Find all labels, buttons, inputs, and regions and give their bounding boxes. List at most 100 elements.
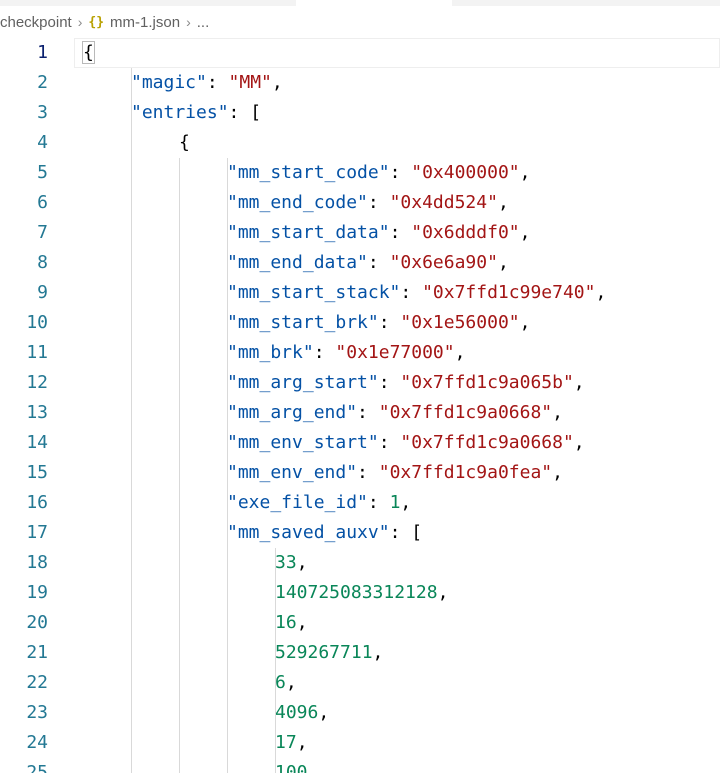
json-punctuation: :	[367, 492, 390, 513]
code-line[interactable]: 8"mm_end_data": "0x6e6a90",	[0, 248, 720, 278]
code-line[interactable]: 11"mm_brk": "0x1e77000",	[0, 338, 720, 368]
json-string: "0x6e6a90"	[389, 252, 498, 273]
json-string: "0x7ffd1c9a065b"	[400, 372, 574, 393]
json-punctuation: : [	[228, 102, 262, 123]
line-number: 3	[37, 102, 48, 123]
code-line[interactable]: 13"mm_arg_end": "0x7ffd1c9a0668",	[0, 398, 720, 428]
json-punctuation: ,	[573, 372, 585, 393]
json-punctuation: ,	[552, 402, 563, 423]
json-string: "0x7ffd1c9a0fea"	[378, 462, 553, 483]
json-key: "mm_arg_start"	[227, 372, 379, 393]
code-text: 17,	[275, 728, 308, 758]
code-text: "mm_start_stack": "0x7ffd1c99e740",	[227, 278, 606, 308]
code-line[interactable]: 17"mm_saved_auxv": [	[0, 518, 720, 548]
json-punctuation: ,	[552, 462, 563, 483]
json-punctuation: ,	[595, 282, 607, 303]
json-file-icon: {}	[88, 14, 105, 30]
json-punctuation: :	[313, 342, 336, 363]
code-line[interactable]: 18 33,	[0, 548, 720, 578]
code-text: 4096,	[275, 698, 329, 728]
code-text: {	[179, 128, 190, 158]
code-line[interactable]: 2"magic": "MM",	[0, 68, 720, 98]
json-key: "entries"	[131, 102, 229, 123]
json-key: "mm_start_brk"	[227, 312, 379, 333]
code-line[interactable]: 12 "mm_arg_start": "0x7ffd1c9a065b",	[0, 368, 720, 398]
json-punctuation: ,	[296, 552, 308, 573]
json-number: 6	[275, 672, 286, 693]
json-key: "mm_start_code"	[227, 162, 390, 183]
code-line[interactable]: 15"mm_env_end": "0x7ffd1c9a0fea",	[0, 458, 720, 488]
line-number: 18	[26, 552, 48, 573]
code-text: "mm_arg_start": "0x7ffd1c9a065b",	[227, 368, 585, 398]
chevron-right-icon: ›	[186, 14, 191, 30]
json-string: "0x4dd524"	[389, 192, 498, 213]
json-key: "mm_arg_end"	[227, 402, 358, 423]
breadcrumb-file[interactable]: mm-1.json	[110, 13, 181, 31]
json-number: 1	[389, 492, 401, 513]
code-text: "mm_env_start": "0x7ffd1c9a0668",	[227, 428, 585, 458]
code-text: 140725083312128,	[275, 578, 448, 608]
code-line[interactable]: 9"mm_start_stack": "0x7ffd1c99e740",	[0, 278, 720, 308]
code-line[interactable]: 1{	[0, 38, 720, 68]
json-punctuation: ,	[318, 702, 330, 723]
code-text: "mm_end_data": "0x6e6a90",	[227, 248, 509, 278]
json-key: "mm_end_data"	[227, 252, 368, 273]
json-string: "0x7ffd1c99e740"	[422, 282, 596, 303]
breadcrumb-folder[interactable]: checkpoint	[0, 13, 72, 31]
json-punctuation: ,	[497, 192, 509, 213]
line-number: 1	[37, 42, 48, 63]
code-line[interactable]: 4{	[0, 128, 720, 158]
line-number: 17	[26, 522, 48, 543]
json-number: 4096	[275, 702, 319, 723]
line-number: 12	[26, 372, 48, 393]
json-punctuation: :	[378, 372, 401, 393]
json-key: "mm_start_stack"	[227, 282, 401, 303]
json-punctuation: ,	[296, 732, 308, 753]
json-number: 140725083312128	[275, 582, 438, 603]
code-text: 33,	[275, 548, 308, 578]
code-editor[interactable]: 1{2"magic": "MM",3"entries": [4{5"mm_sta…	[0, 38, 720, 773]
code-line[interactable]: 10"mm_start_brk": "0x1e56000",	[0, 308, 720, 338]
code-line[interactable]: 7"mm_start_data": "0x6dddf0",	[0, 218, 720, 248]
json-key: "mm_brk"	[227, 342, 314, 363]
json-key: "mm_end_code"	[227, 192, 368, 213]
code-text: "entries": [	[131, 98, 261, 128]
code-line[interactable]: 14"mm_env_start": "0x7ffd1c9a0668",	[0, 428, 720, 458]
code-text: {	[82, 38, 95, 68]
json-punctuation: :	[389, 162, 412, 183]
code-text: 100	[275, 758, 308, 773]
code-line[interactable]: 16"exe_file_id": 1,	[0, 488, 720, 518]
json-punctuation: ,	[519, 312, 531, 333]
json-number: 33	[275, 552, 297, 573]
json-key: "mm_saved_auxv"	[227, 522, 390, 543]
line-number: 15	[26, 462, 48, 483]
line-number: 24	[26, 732, 48, 753]
breadcrumb: checkpoint › {} mm-1.json › ...	[0, 8, 720, 36]
code-text: 16,	[275, 608, 308, 638]
code-line[interactable]: 24 17,	[0, 728, 720, 758]
json-number: 100	[275, 762, 308, 773]
json-punctuation: :	[378, 432, 401, 453]
json-punctuation: ,	[271, 72, 283, 93]
code-line[interactable]: 3 "entries": [	[0, 98, 720, 128]
code-text: "mm_start_code": "0x400000",	[227, 158, 530, 188]
line-number: 16	[26, 492, 48, 513]
indent-guide	[179, 158, 180, 773]
breadcrumb-symbol[interactable]: ...	[196, 13, 210, 31]
code-line[interactable]: 6"mm_end_code": "0x4dd524",	[0, 188, 720, 218]
json-punctuation: ,	[400, 492, 412, 513]
json-key: "mm_env_start"	[227, 432, 379, 453]
json-punctuation: ,	[497, 252, 509, 273]
line-number: 11	[26, 342, 48, 363]
tab-strip-left	[0, 0, 296, 6]
code-text: "mm_arg_end": "0x7ffd1c9a0668",	[227, 398, 563, 428]
json-string: "0x1e56000"	[400, 312, 520, 333]
line-number: 4	[37, 132, 48, 153]
code-line[interactable]: 5"mm_start_code": "0x400000",	[0, 158, 720, 188]
